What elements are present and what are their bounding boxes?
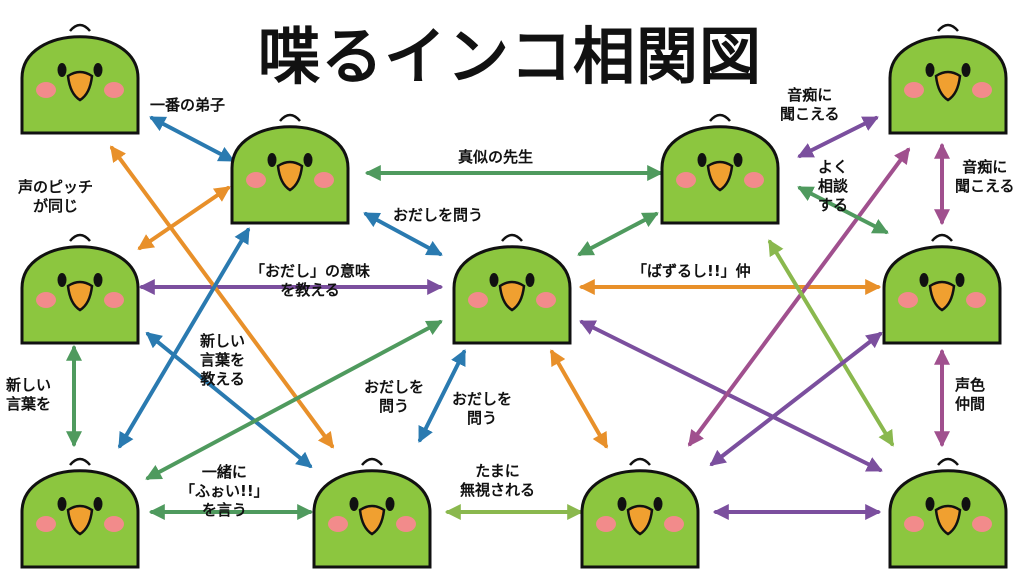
label-buzzurushi-friends: 「ばずるし!!」仲: [632, 262, 751, 280]
relation-arrow: [137, 186, 231, 250]
label-sometimes-ignored: たまに 無視される: [460, 462, 536, 499]
relation-arrow: [709, 332, 883, 466]
label-teach-new-words: 新しい 言葉を 教える: [200, 332, 246, 388]
parrot-icon: [20, 233, 140, 345]
parrot-layer: [20, 23, 1008, 569]
label-ask-odashi-3: おだしを 問う: [452, 390, 513, 427]
parrot-icon: [888, 23, 1008, 135]
relation-arrow: [418, 349, 466, 443]
relation-arrow: [797, 116, 879, 158]
relation-arrow: [149, 116, 235, 162]
parrot-icon: [20, 23, 140, 135]
parrot-icon: [230, 113, 350, 225]
label-sounds-tone-deaf-2: 音痴に 聞こえる: [955, 158, 1015, 195]
label-say-foi-together: 一緒に 「ふぉい!!」 を言う: [180, 463, 269, 519]
relation-arrow: [797, 186, 889, 234]
parrot-icon: [20, 457, 140, 569]
parrot-icon: [660, 113, 780, 225]
label-voice-tone-friends: 声色 仲間: [955, 376, 986, 413]
relation-arrow: [768, 239, 894, 447]
parrot-icon: [888, 457, 1008, 569]
relation-arrow: [145, 320, 443, 480]
label-imitation-teacher: 真似の先生: [458, 148, 534, 166]
arrow-layer: [66, 116, 950, 520]
parrot-icon: [580, 457, 700, 569]
label-new-words: 新しい 言葉を: [6, 376, 52, 413]
label-teach-odashi-meaning: 「おだし」の意味 を教える: [250, 262, 371, 299]
parrot-icon: [312, 457, 432, 569]
parrot-icon: [882, 233, 1002, 345]
label-ask-odashi-2: おだしを 問う: [364, 378, 425, 415]
label-same-pitch: 声のピッチ が同じ: [18, 178, 94, 215]
label-first-disciple: 一番の弟子: [150, 96, 226, 114]
parrot-icon: [452, 233, 572, 345]
relation-arrow: [550, 349, 608, 449]
page-title: 喋るインコ相関図: [257, 20, 762, 93]
label-sounds-tone-deaf-1: 音痴に 聞こえる: [780, 86, 840, 123]
relation-arrow: [577, 212, 659, 256]
relation-arrow: [363, 212, 443, 256]
label-often-consult: よく 相談 する: [818, 158, 849, 214]
label-ask-odashi-1: おだしを問う: [393, 206, 484, 224]
